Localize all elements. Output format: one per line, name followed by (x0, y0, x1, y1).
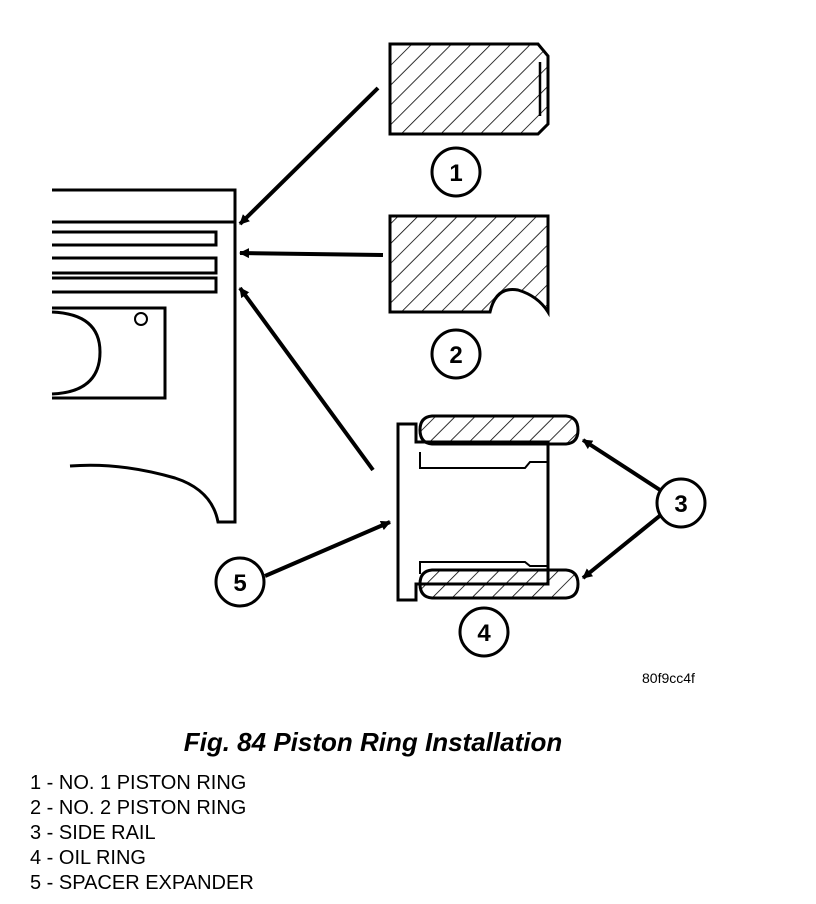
piston-section (51, 188, 237, 524)
ring-1-section (388, 42, 550, 136)
callout-4: 4 (458, 606, 510, 658)
figure-caption: Fig. 84 Piston Ring Installation (183, 727, 563, 757)
piston-ring-diagram: 1 2 3 4 5 (51, 42, 707, 658)
callout-5: 5 (214, 556, 266, 608)
legend-item-1: 1 - NO. 1 PISTON RING (30, 772, 247, 794)
callout-4-label: 4 (477, 620, 491, 647)
callout-3-label: 3 (674, 491, 687, 518)
callout-2: 2 (430, 328, 482, 380)
legend-item-3: 3 - SIDE RAIL (30, 822, 156, 844)
legend-item-2: 2 - NO. 2 PISTON RING (30, 797, 247, 819)
ring-2-section (388, 214, 550, 318)
callout-2-label: 2 (449, 342, 462, 369)
side-rail-top (418, 414, 580, 446)
callout-3: 3 (655, 477, 707, 529)
callout-1-label: 1 (449, 160, 462, 187)
oil-ring-assembly (396, 414, 580, 602)
legend-list: 1 - NO. 1 PISTON RING 2 - NO. 2 PISTON R… (30, 771, 254, 896)
side-rail-bottom (418, 568, 580, 600)
legend-item-4: 4 - OIL RING (30, 847, 146, 869)
callout-5-label: 5 (233, 570, 246, 597)
legend-item-5: 5 - SPACER EXPANDER (30, 872, 254, 894)
leader-arrows (238, 86, 664, 580)
figure-code: 80f9cc4f (642, 670, 695, 686)
callout-1: 1 (430, 146, 482, 198)
